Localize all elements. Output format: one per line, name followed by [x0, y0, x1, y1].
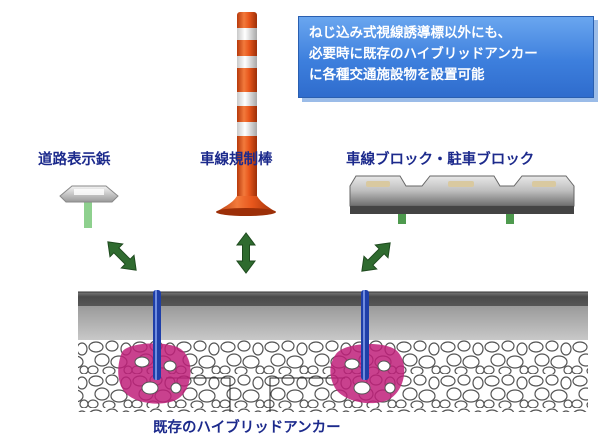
- anchor-left: [153, 290, 161, 380]
- callout-line-2: 必要時に既存のハイブリッドアンカー: [309, 46, 538, 62]
- anchor-label: 既存のハイブリッドアンカー: [153, 420, 341, 436]
- lane-post-label: 車線規制棒: [200, 152, 273, 168]
- lane-block-illustration: [349, 175, 575, 224]
- callout-line-3: に各種交通施設物を設置可能: [309, 67, 485, 83]
- road-stud-label: 道路表示鋲: [38, 152, 111, 168]
- lane-block-label: 車線ブロック・駐車ブロック: [346, 152, 535, 168]
- feature-callout-box: ねじ込み式視線誘導標以外にも、 必要時に既存のハイブリッドアンカー に各種交通施…: [298, 16, 594, 98]
- lane-post-illustration: [216, 12, 276, 216]
- anchor-right: [361, 290, 369, 380]
- double-arrow-icon: [236, 232, 256, 274]
- double-arrow-icon: [100, 234, 144, 278]
- callout-line-1: ねじ込み式視線誘導標以外にも、: [309, 25, 512, 41]
- road-stud-illustration: [59, 185, 119, 228]
- double-arrow-icon: [354, 235, 398, 279]
